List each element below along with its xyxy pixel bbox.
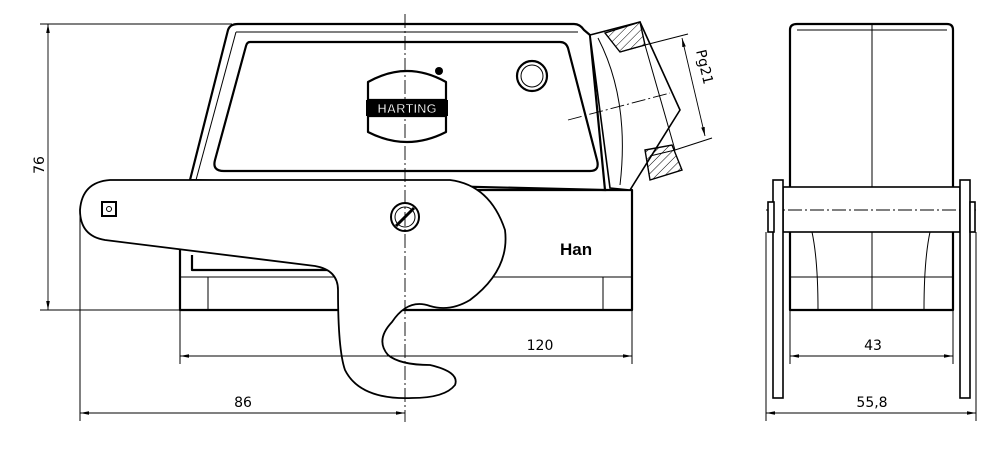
svg-text:120: 120 <box>527 338 554 354</box>
cable-gland: Pg21 <box>567 21 716 191</box>
svg-text:43: 43 <box>864 338 882 354</box>
dimension-base-width: 43 <box>789 310 954 364</box>
harting-logo: HARTING <box>366 67 448 144</box>
svg-text:55,8: 55,8 <box>856 395 887 411</box>
dimension-base-length: 120 <box>179 310 633 364</box>
svg-text:76: 76 <box>32 156 48 174</box>
brand-logo-text: HARTING <box>377 101 436 116</box>
svg-text:86: 86 <box>234 395 252 411</box>
dimension-height: 76 <box>32 23 232 311</box>
front-view: 43 55,8 <box>765 22 977 421</box>
han-mark: Han <box>560 240 592 259</box>
dimension-lever-reach: 86 <box>79 212 405 421</box>
locking-lever <box>79 179 507 399</box>
side-view: HARTING Pg21 Han <box>32 14 716 422</box>
thread-size-label: Pg21 <box>692 48 715 86</box>
dimension-overall-width: 55,8 <box>765 232 977 421</box>
